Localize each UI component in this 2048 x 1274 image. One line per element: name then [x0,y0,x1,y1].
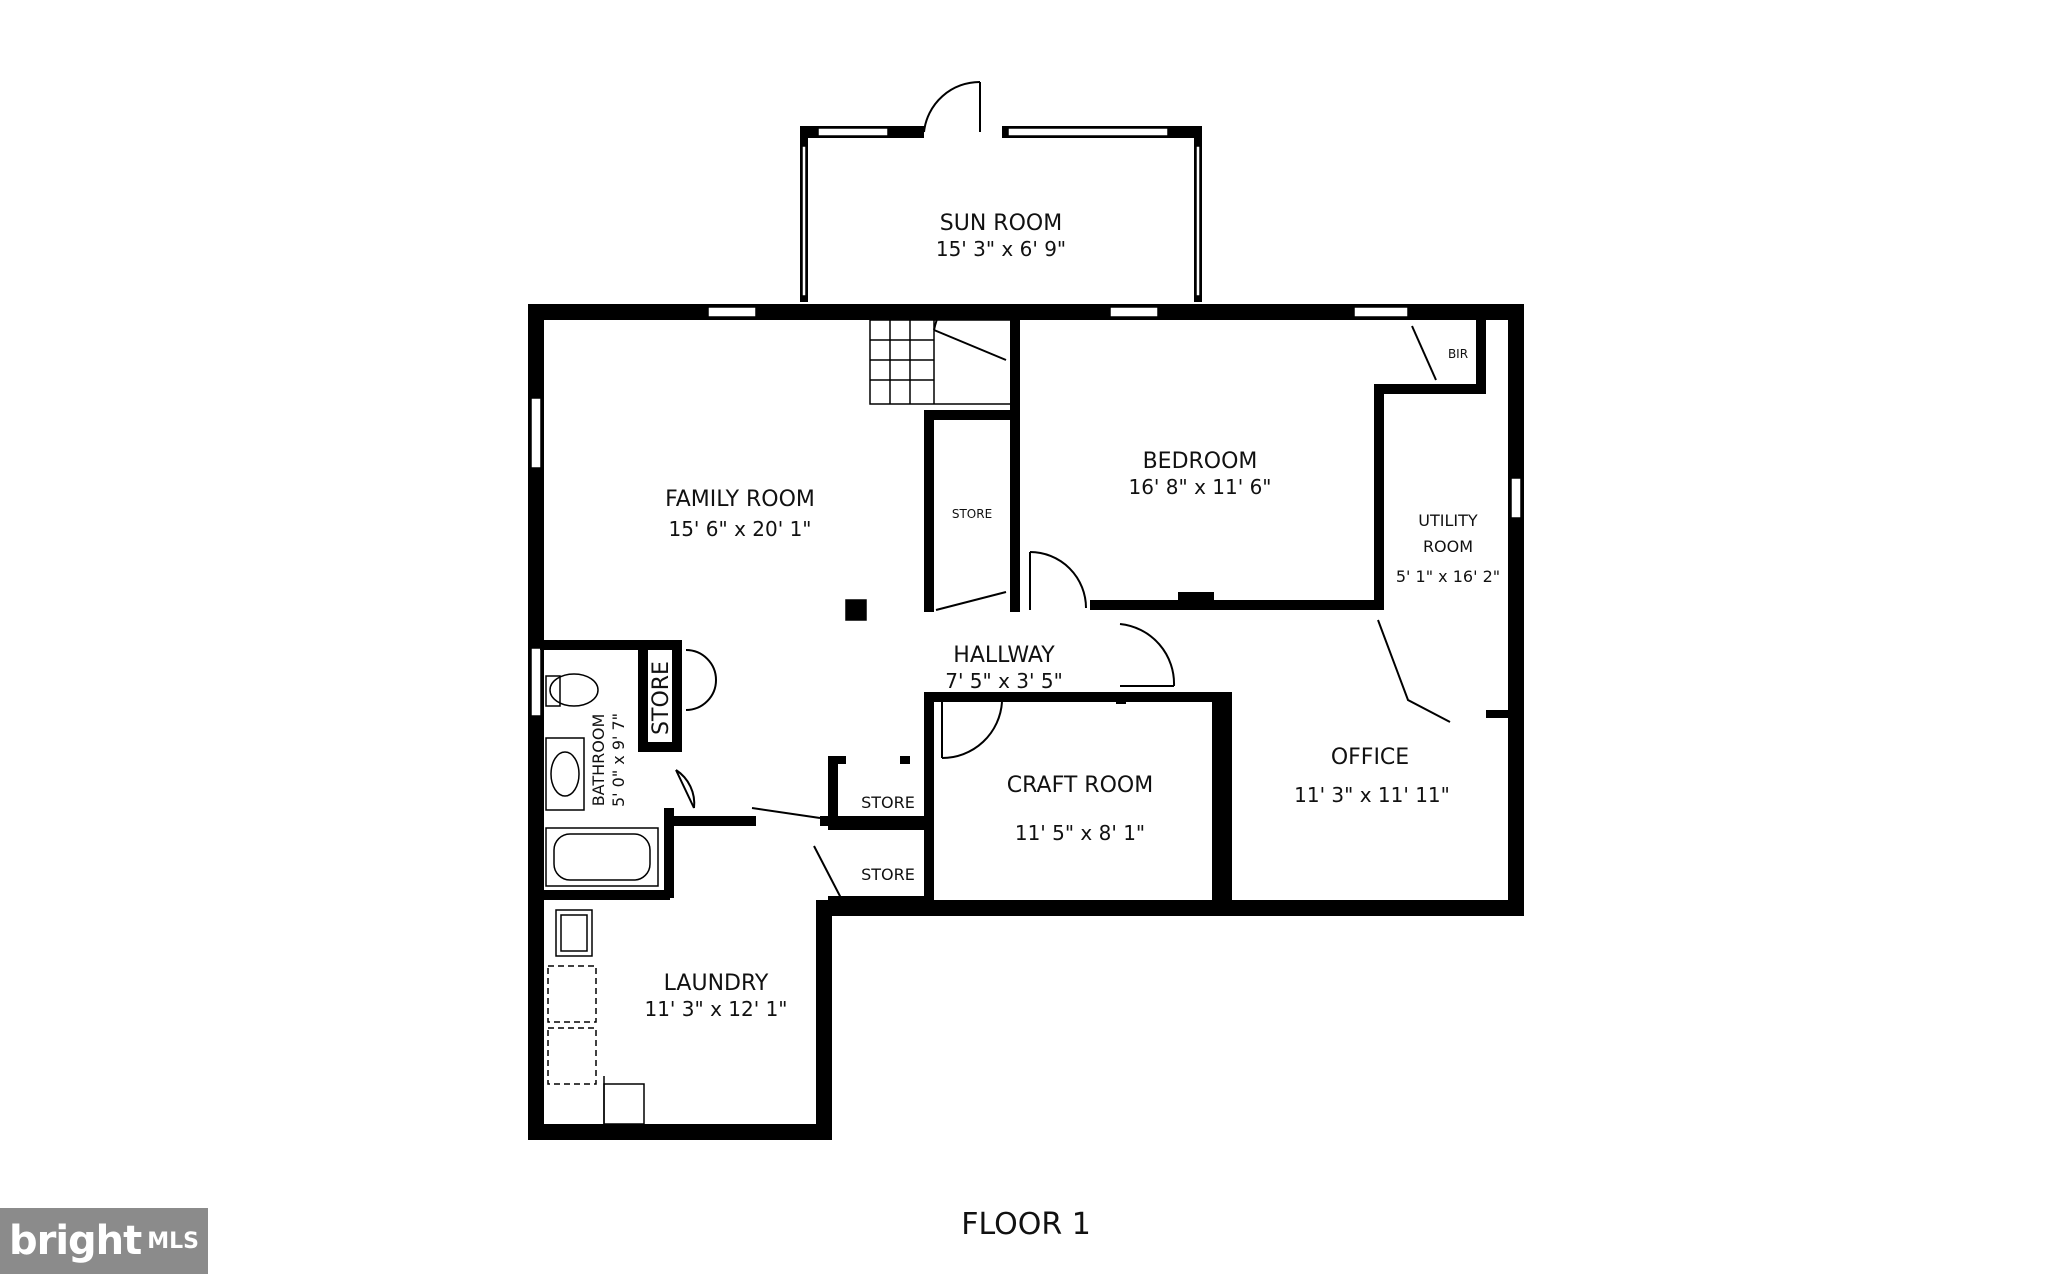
door-swings [675,311,1451,901]
exterior-walls [528,304,1524,1140]
windows [530,306,1522,717]
craft-room-dims: 11' 5" x 8' 1" [1015,821,1145,845]
bedroom-name: BEDROOM [1143,449,1258,474]
family-room-name: FAMILY ROOM [665,487,815,512]
hallway-name: HALLWAY [953,643,1055,668]
bedroom-dims: 16' 8" x 11' 6" [1128,475,1271,499]
bathroom-name: BATHROOM [589,714,608,807]
sun-room-name: SUN ROOM [940,211,1062,236]
utility-room-name-line2: ROOM [1423,537,1473,556]
office-name: OFFICE [1331,745,1409,770]
utility-room-dims: 5' 1" x 16' 2" [1396,567,1500,586]
craft-room-name: CRAFT ROOM [1007,773,1153,798]
store-low-name: STORE [861,865,915,884]
hallway-dims: 7' 5" x 3' 5" [945,669,1063,693]
logo-suffix: MLS [147,1228,200,1254]
interior-walls [540,316,1514,904]
laundry-name: LAUNDRY [664,971,769,996]
laundry-dims: 11' 3" x 12' 1" [644,997,787,1021]
floor-label: FLOOR 1 [961,1207,1091,1242]
logo-brand: bright [8,1218,142,1264]
sun-room-walls [800,80,1202,302]
fixtures [545,599,867,1125]
bright-mls-logo: bright MLS [0,1208,208,1274]
store-upper-name: STORE [952,507,992,521]
bathroom-dims: 5' 0" x 9' 7" [609,713,628,807]
sun-room-dims: 15' 3" x 6' 9" [936,237,1066,261]
store-vertical-name: STORE [649,661,674,735]
store-mid-name: STORE [861,793,915,812]
bir-name: BIR [1448,347,1468,361]
office-dims: 11' 3" x 11' 11" [1294,783,1450,807]
stairs [869,319,1017,405]
utility-room-name-line1: UTILITY [1418,511,1478,530]
family-room-dims: 15' 6" x 20' 1" [668,517,811,541]
